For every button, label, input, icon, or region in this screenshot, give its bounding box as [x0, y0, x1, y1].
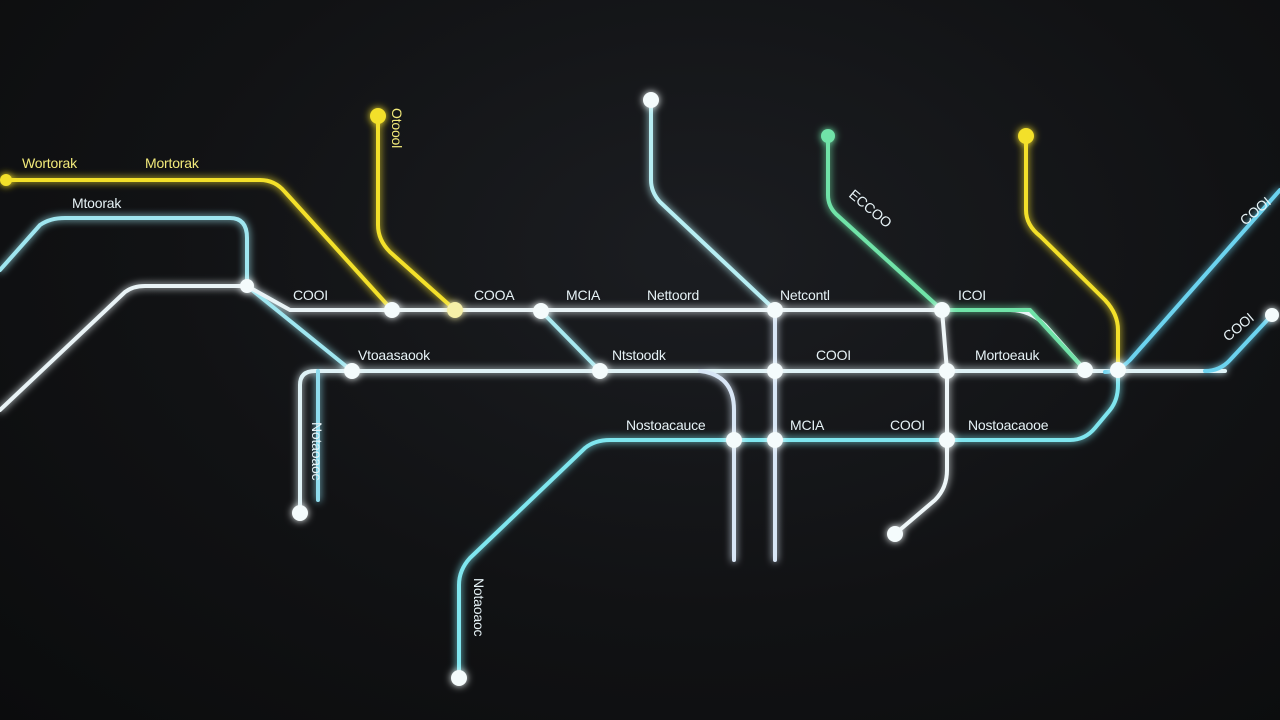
station-dot[interactable]: [370, 108, 386, 124]
station-label: MCIA: [566, 287, 601, 303]
station-label: Mtoorak: [72, 195, 122, 211]
station-dot[interactable]: [384, 302, 400, 318]
station-dot[interactable]: [447, 302, 463, 318]
station-dot[interactable]: [643, 92, 659, 108]
station-dot[interactable]: [939, 432, 955, 448]
line-yellow-west: [4, 178, 394, 312]
station-dot[interactable]: [1077, 362, 1093, 378]
station-dot[interactable]: [344, 363, 360, 379]
station-label: COOI: [1237, 194, 1274, 229]
station-dot[interactable]: [1110, 362, 1126, 378]
station-label: ECCOO: [846, 186, 895, 231]
station-label: Ntstoodk: [612, 347, 667, 363]
station-label: Notaoaoc: [309, 422, 325, 481]
line-yellow-north: [376, 114, 457, 312]
line-blue-east-2: [1203, 313, 1274, 373]
line-diag-mcia: [539, 309, 602, 373]
station-dot[interactable]: [451, 670, 467, 686]
station-label: Nostoacaooe: [968, 417, 1049, 433]
station-dot[interactable]: [0, 174, 12, 186]
station-dot[interactable]: [767, 432, 783, 448]
station-dot[interactable]: [934, 302, 950, 318]
station-label: MCIA: [790, 417, 825, 433]
station-dot[interactable]: [939, 363, 955, 379]
station-dot[interactable]: [767, 302, 783, 318]
station-label: COOA: [474, 287, 515, 303]
line-white-south-east: [893, 308, 949, 536]
station-label: Mortorak: [145, 155, 200, 171]
station-dot[interactable]: [240, 279, 254, 293]
station-label: Otoool: [389, 108, 405, 148]
station-dot[interactable]: [726, 432, 742, 448]
station-label: Nettoord: [647, 287, 699, 303]
station-dot[interactable]: [767, 363, 783, 379]
station-dot[interactable]: [533, 303, 549, 319]
line-trunk: [298, 369, 1227, 515]
station-dot[interactable]: [887, 526, 903, 542]
line-cyan-south: [457, 368, 1120, 680]
line-yellow-east: [1024, 134, 1120, 372]
station-dot[interactable]: [821, 129, 835, 143]
station-label: ICOI: [958, 287, 986, 303]
station-label: Notaoaoc: [471, 578, 487, 637]
station-dot[interactable]: [292, 505, 308, 521]
station-label: Vtoaasaook: [358, 347, 431, 363]
station-label: COOI: [890, 417, 925, 433]
line-pale-cyan-north: [649, 98, 777, 312]
station-dot[interactable]: [1018, 128, 1034, 144]
station-dot[interactable]: [1265, 308, 1279, 322]
station-dot[interactable]: [592, 363, 608, 379]
station-label: Mortoeauk: [975, 347, 1041, 363]
station-label: Wortorak: [22, 155, 78, 171]
station-label: COOI: [816, 347, 851, 363]
station-label: Netcontl: [780, 287, 830, 303]
station-label: Nostoacauce: [626, 417, 706, 433]
line-green: [826, 134, 1087, 372]
line-white-south-1: [698, 369, 736, 562]
line-cyan-upper-west: [0, 216, 354, 373]
station-label: COOI: [293, 287, 328, 303]
